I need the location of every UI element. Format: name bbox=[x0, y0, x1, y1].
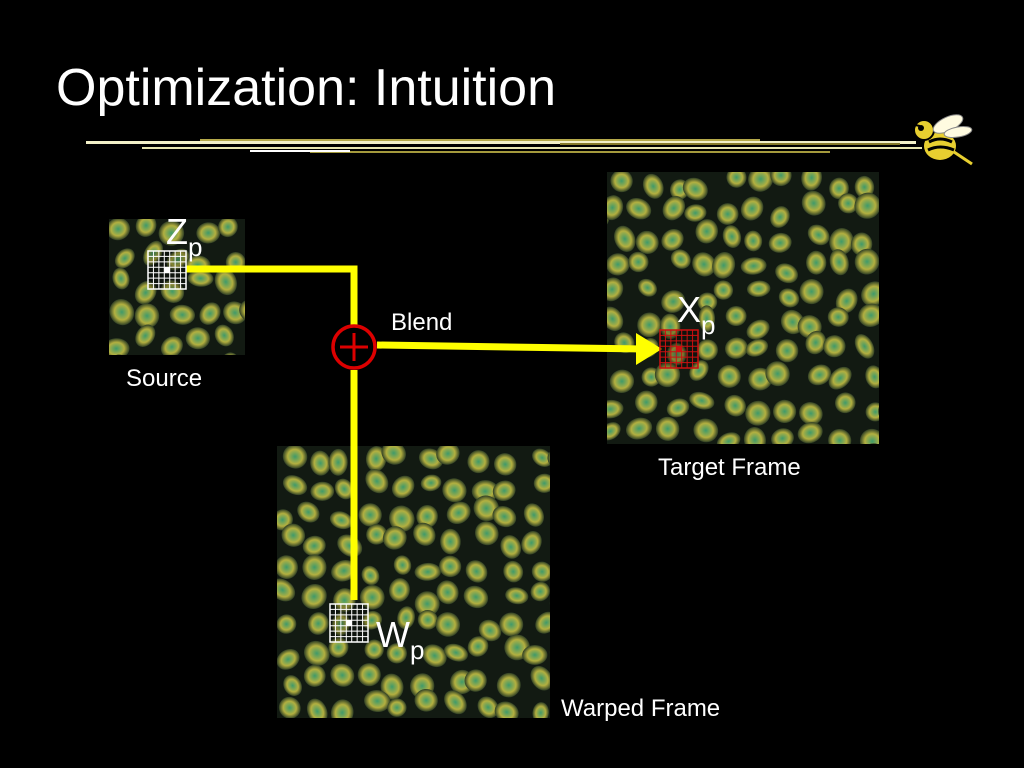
z-p-symbol: Zp bbox=[166, 211, 203, 262]
blend-label: Blend bbox=[391, 309, 453, 336]
warped-patch-grid bbox=[329, 603, 369, 643]
target-frame-label: Target Frame bbox=[658, 454, 801, 481]
circled-plus-icon bbox=[331, 324, 377, 370]
source-patch-grid bbox=[147, 250, 187, 290]
warped-frame-label: Warped Frame bbox=[561, 695, 721, 722]
w-p-symbol: Wp bbox=[376, 614, 425, 665]
arrowhead-icon bbox=[636, 333, 662, 365]
connector-lines bbox=[186, 265, 643, 600]
slide-title: Optimization: Intuition bbox=[56, 59, 557, 117]
source-label: Source bbox=[126, 365, 203, 392]
target-patch-grid bbox=[659, 329, 699, 369]
x-p-symbol: Xp bbox=[677, 289, 716, 340]
yellow-jacket-icon bbox=[909, 114, 973, 169]
